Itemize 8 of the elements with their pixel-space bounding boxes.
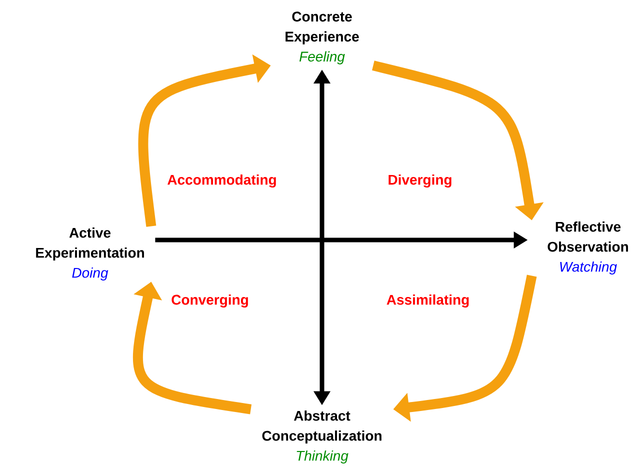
stage-label: Reflective Observation Watching xyxy=(548,221,628,275)
quadrant-label: Assimilating xyxy=(386,294,469,308)
quadrant-label: Diverging xyxy=(388,174,452,188)
quadrant-label: Converging xyxy=(172,294,248,308)
quadrant-label: Accommodating xyxy=(168,174,276,188)
stage-label: Abstract Conceptualization Thinking xyxy=(262,410,382,464)
stage-label: Active Experimentation Doing xyxy=(36,227,144,281)
stage-label: Concrete Experience Feeling xyxy=(286,12,359,64)
